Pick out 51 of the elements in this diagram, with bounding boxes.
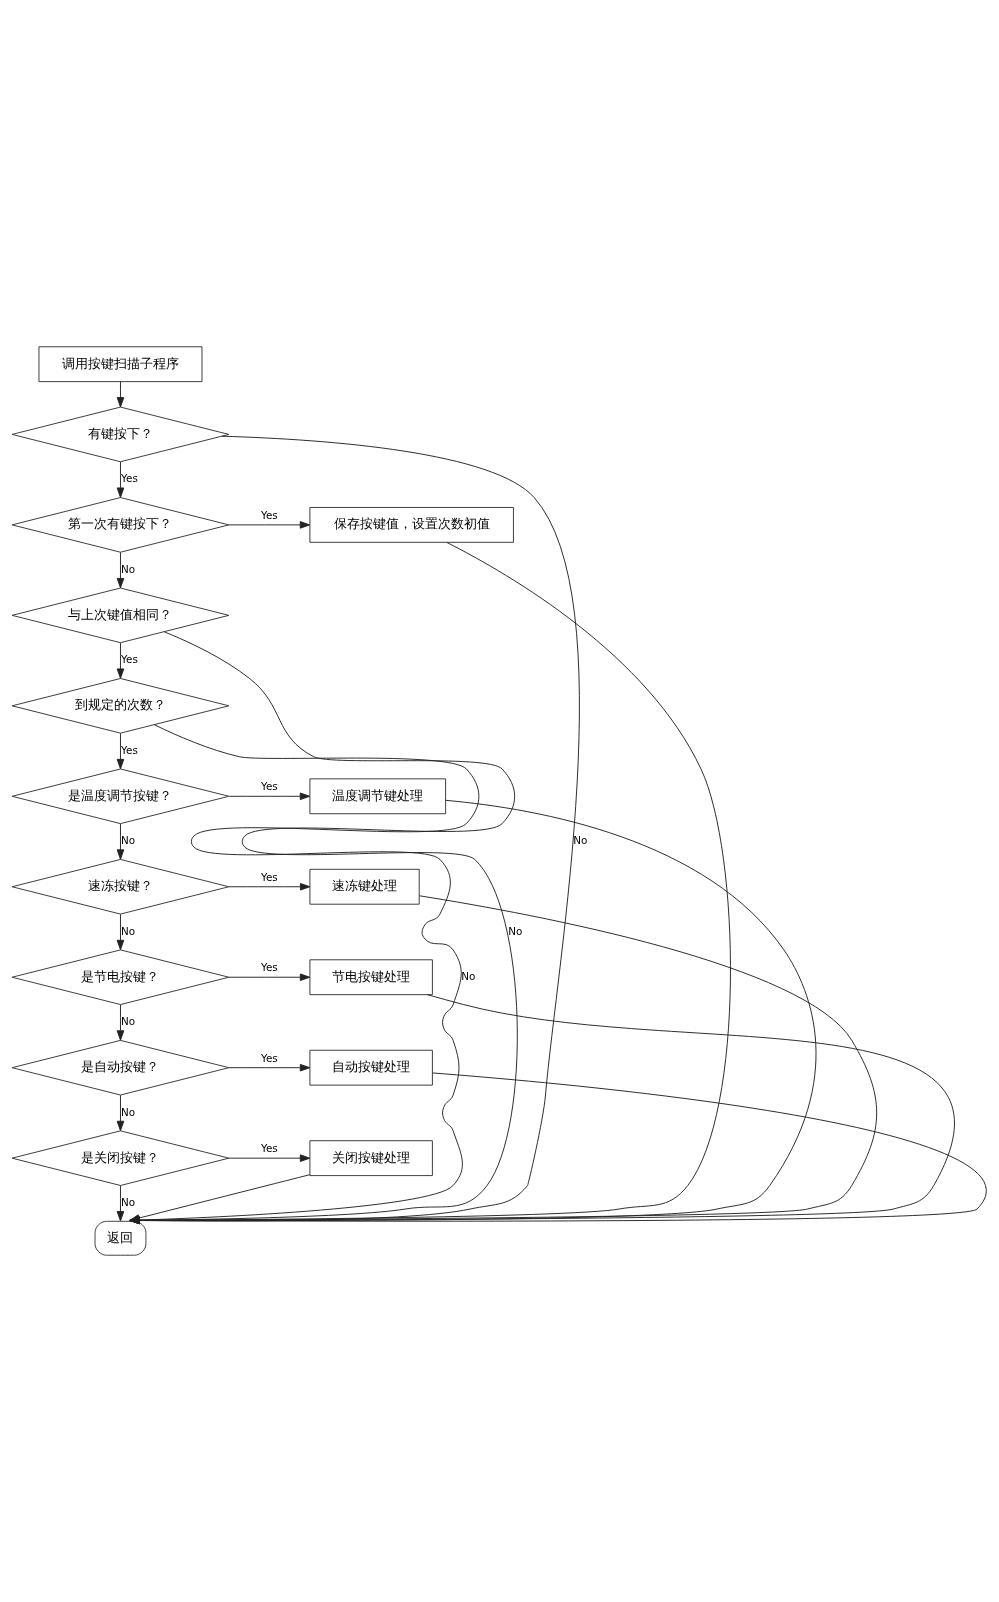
- arrow: [116, 1094, 125, 1132]
- edge-label: No: [120, 1105, 136, 1118]
- edge-label: No: [120, 1196, 136, 1209]
- node-diamond: 是温度调节按键？: [11, 768, 230, 825]
- arrow: [116, 642, 125, 679]
- node-box: 返回: [94, 1220, 147, 1256]
- arrow: [116, 1004, 125, 1041]
- arrow: [116, 1185, 125, 1222]
- node-box: 自动按键处理: [309, 1049, 433, 1086]
- edge-label: No: [120, 924, 136, 937]
- node-box: 节电按键处理: [309, 959, 433, 996]
- edge-label: Yes: [261, 780, 278, 793]
- node-diamond: 是节电按键？: [11, 949, 230, 1006]
- node-box: 温度调节键处理: [309, 778, 447, 815]
- arrow: [228, 883, 311, 891]
- edge-label: Yes: [261, 870, 278, 883]
- edge-label: Yes: [121, 653, 138, 666]
- node-box: 关闭按键处理: [309, 1140, 433, 1177]
- edge-label: Yes: [261, 961, 278, 974]
- edge-label: No: [120, 1015, 136, 1028]
- node-diamond: 是关闭按键？: [11, 1130, 230, 1186]
- arrow: [228, 973, 311, 981]
- arrow: [228, 521, 311, 529]
- node-diamond: 与上次键值相同？: [11, 587, 230, 644]
- arrow: [116, 913, 125, 951]
- edge-label: Yes: [261, 509, 278, 522]
- node-diamond: 到规定的次数？: [11, 678, 230, 734]
- arrow: [116, 732, 125, 770]
- edge-label: Yes: [121, 743, 138, 756]
- arrow: [116, 381, 125, 408]
- arrow: [228, 1063, 311, 1072]
- arrow: [228, 792, 311, 801]
- edge-label: Yes: [121, 472, 138, 485]
- arrow: [116, 551, 125, 589]
- edge-label: Yes: [261, 1051, 278, 1064]
- node-box: 保存按键值，设置次数初值: [309, 506, 514, 543]
- edge-label: No: [120, 834, 136, 847]
- node-box: 速冻键处理: [309, 868, 420, 905]
- edge-label: No: [508, 924, 523, 937]
- edge-label: No: [573, 834, 588, 847]
- arrow: [116, 823, 125, 860]
- arrow: [116, 461, 125, 498]
- arrow: [228, 1154, 311, 1162]
- node-diamond: 是自动按键？: [11, 1039, 230, 1096]
- node-diamond: 速冻按键？: [11, 858, 230, 915]
- node-diamond: 第一次有键按下？: [11, 497, 230, 553]
- edge-label: No: [461, 969, 476, 982]
- node-box: 调用按键扫描子程序: [38, 346, 203, 383]
- edge-label: Yes: [261, 1142, 278, 1155]
- node-diamond: 有键按下？: [11, 406, 230, 463]
- edge-label: No: [120, 562, 136, 575]
